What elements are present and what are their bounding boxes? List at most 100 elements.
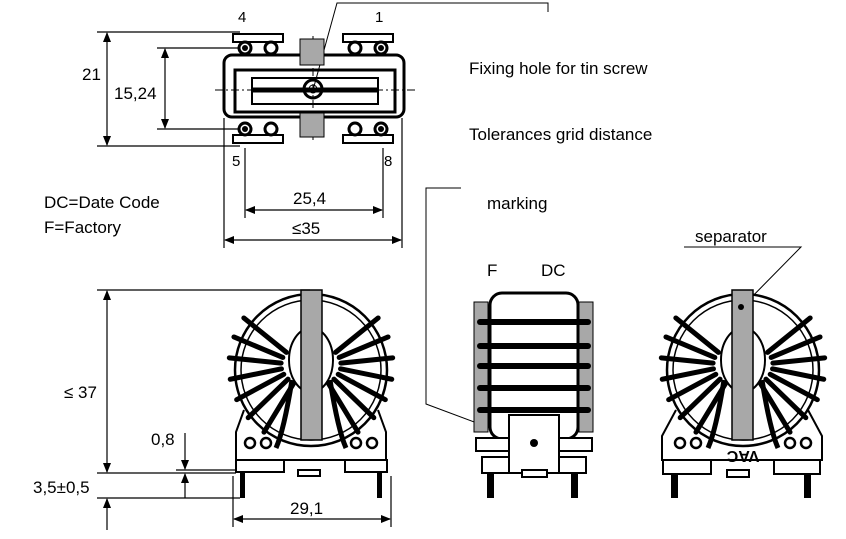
winding-turn [770,355,828,366]
terminal-icon [259,436,273,450]
pad-strip-bl [232,134,284,144]
windings-rear [658,315,828,435]
terminal-icon [243,436,257,450]
pad-strip-br [342,134,394,144]
pad-strip-tl [232,33,284,43]
separator-pointer-dot [738,304,744,310]
winding-turn [658,355,716,366]
separator-bottom [299,112,325,138]
dim-35-label: ≤35 [292,219,320,238]
bobbin-frame [233,68,397,114]
pin-label-1: 1 [375,9,383,26]
lead-left [273,379,295,450]
winding-turn [226,355,284,366]
winding-turn [666,371,719,403]
rear-pin-right [804,474,811,498]
label-factory-f: F [487,261,497,280]
winding-turn [770,366,827,382]
pin-label-8: 8 [384,153,392,170]
top-view: 4 1 5 8 21 15,24 25,4 [82,2,549,248]
pin-6-icon [263,121,279,137]
winding-turn [335,371,388,403]
winding-turn [338,366,395,382]
rear-foot-left [662,459,712,475]
winding-turn [241,315,289,355]
legend-date-code: DC=Date Code [44,193,160,212]
pin-label-4: 4 [238,9,246,26]
windings-side [477,319,591,413]
base-outline [235,409,387,461]
fixing-hole-leader [312,2,549,91]
winding-turn [245,376,291,421]
windings-front [226,315,396,435]
dim-37-label: ≤ 37 [64,383,97,402]
side-pin-right [571,474,578,498]
winding-turn [231,334,286,360]
pin-8-dot [378,126,384,132]
note-fixing-hole: Fixing hole for tin screw [469,59,648,78]
foot-left [235,459,285,473]
label-date-code-dc: DC [541,261,566,280]
terminal-icon [673,436,687,450]
side-pin-left [487,474,494,498]
dim-width-outer: ≤35 [223,118,403,248]
winding-turn [659,366,716,382]
note-tolerances: Tolerances grid distance [469,125,652,144]
winding-turn [767,371,820,403]
winding-turn [333,315,381,355]
dim-0-8-label: 0,8 [151,430,175,449]
pin-4-dot [242,45,248,51]
winding-turn [234,371,287,403]
winding-turn [338,355,396,366]
separator-rear [731,289,754,441]
separator-front [300,289,323,441]
terminal-icon [783,436,797,450]
lead-right [327,379,349,450]
fixing-hole-icon [302,78,324,100]
dim-height-pitch: 15,24 [114,47,240,130]
pin-5-dot [242,126,248,132]
winding-turn [336,334,391,360]
rear-base-outline [661,409,823,461]
side-view: F DC [473,261,594,498]
winding-turn [331,376,377,421]
rear-pin-left [671,474,678,498]
terminal-icon [799,436,813,450]
pin-2-icon [347,40,363,56]
separator-top [299,38,325,66]
pin-1-dot [378,45,384,51]
pin-front-left [240,472,245,498]
marking-dot [530,439,538,447]
rear-lead-right [759,379,781,450]
vac-logo: VAC [726,447,759,464]
pin-pads [232,33,394,144]
dim-15-24-label: 15,24 [114,84,157,103]
dim-width-pitch: 25,4 [244,148,384,218]
winding-turn [763,376,809,421]
dim-29-1-label: 29,1 [290,499,323,518]
pin-3-icon [263,40,279,56]
pin-label-5: 5 [232,153,240,170]
winding-turn [663,334,718,360]
winding-turn [677,376,723,421]
fixing-hole-inner [308,84,318,94]
pad-strip-tr [342,33,394,43]
winding-turn [765,315,813,355]
winding-turn [768,334,823,360]
foot-right [344,459,388,473]
note-marking: marking [487,194,547,213]
center-tab [297,469,321,477]
pin-front-right [377,472,382,498]
winding-turn [673,315,721,355]
legend-factory: F=Factory [44,218,121,237]
rear-tab [726,469,750,478]
pin-7-icon [347,121,363,137]
side-tab [521,469,548,478]
terminal-icon [365,436,379,450]
terminal-icon [689,436,703,450]
note-separator: separator [695,227,767,246]
rear-lead-left [705,379,727,450]
dim-25-4-label: 25,4 [293,189,326,208]
winding-turn [227,366,284,382]
